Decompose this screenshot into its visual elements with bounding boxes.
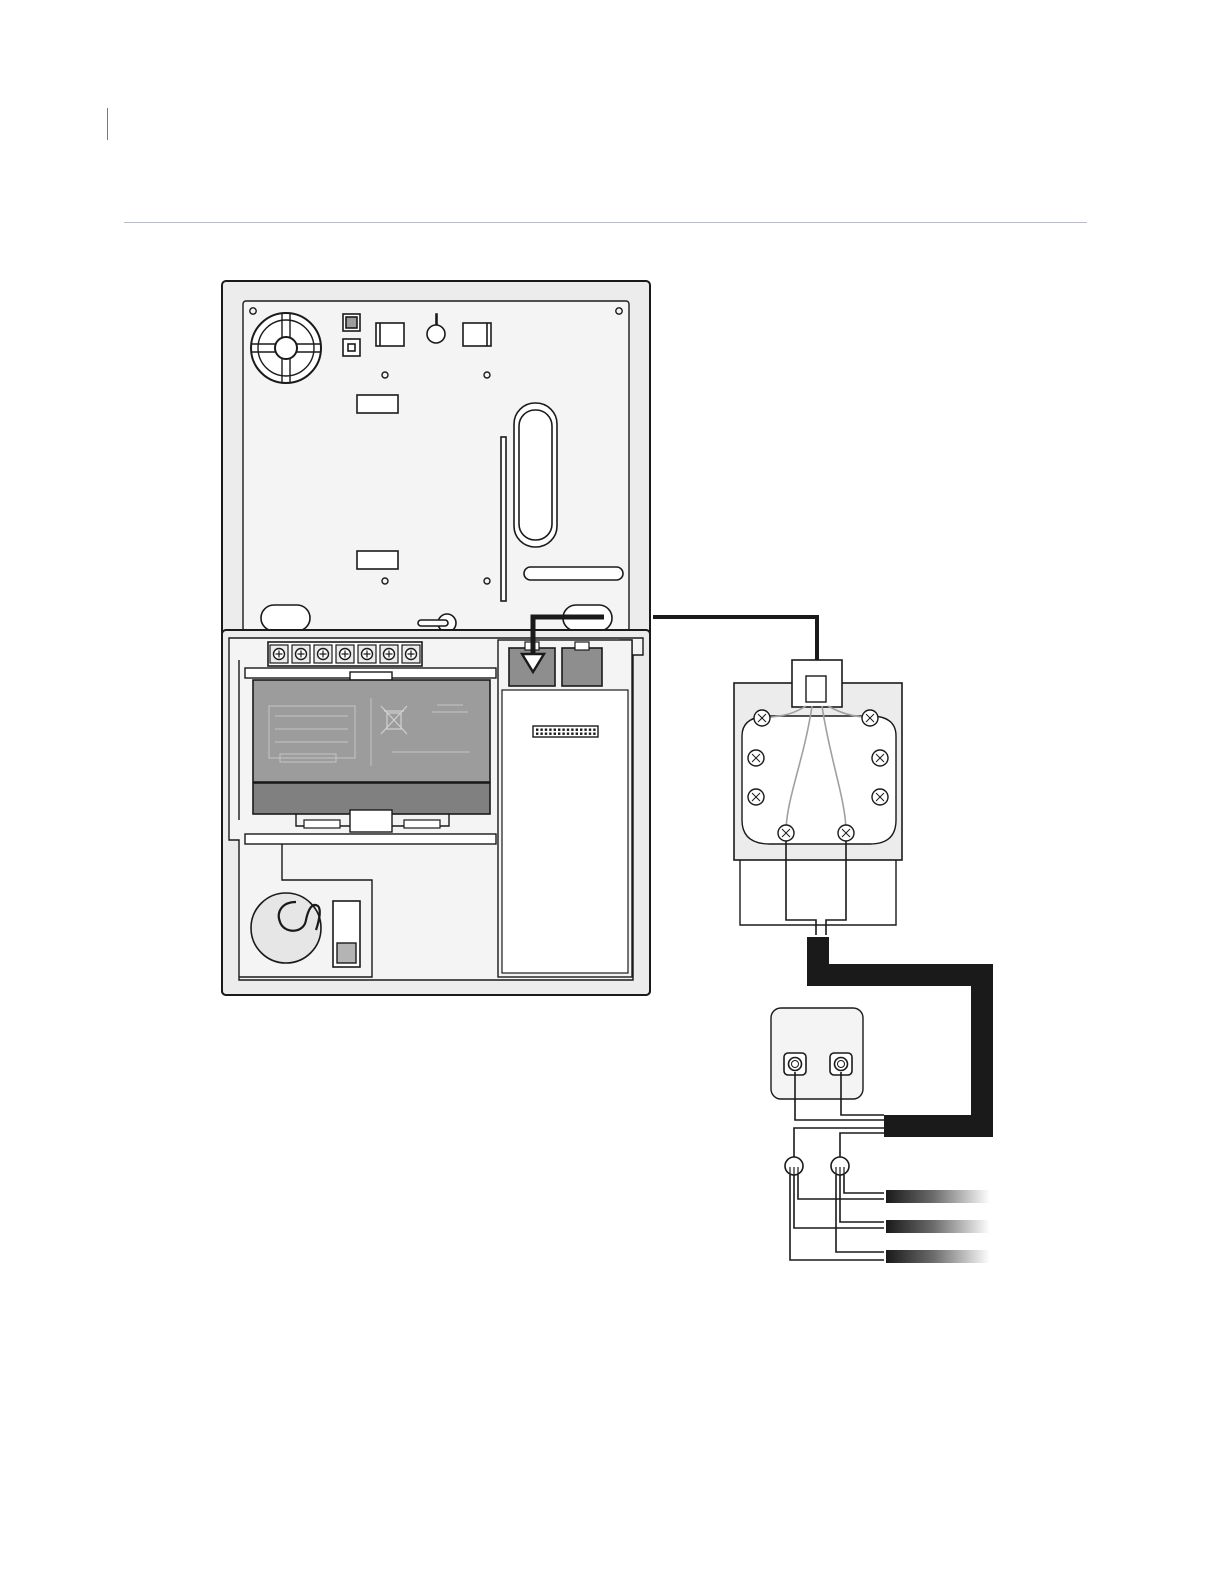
header-pin [558,733,560,735]
header-pin [562,733,564,735]
header-pin [576,729,578,731]
header-pin [584,733,586,735]
header-pin [580,733,582,735]
header-pin [549,729,551,731]
line-splitter [790,1128,884,1260]
splitter-node [831,1157,849,1175]
plate-port [784,1053,806,1075]
communicator-compartment [498,640,632,977]
terminal-block [268,642,422,666]
outgoing-phone-lines [886,1190,990,1263]
header-pin [536,729,538,731]
header-pin [567,733,569,735]
outgoing-line [886,1190,990,1203]
screw-terminal [748,750,764,766]
terminal-screw [358,645,376,663]
header-pin [584,729,586,731]
header-pin [545,729,547,731]
outgoing-line [886,1250,990,1263]
screw-terminal [872,750,888,766]
header-pin [554,729,556,731]
header-pin [589,733,591,735]
terminal-screw [402,645,420,663]
header-pin [593,733,595,735]
splitter-nodes [785,1157,849,1175]
header-pin [593,729,595,731]
header-pin [562,729,564,731]
header-pin [545,733,547,735]
header-pin [536,733,538,735]
header-pin [589,729,591,731]
header-pin [571,729,573,731]
header-pin [554,733,556,735]
phone-jack-pair [509,642,602,686]
header-pin [576,733,578,735]
screw-terminal [754,710,770,726]
header-pin [540,733,542,735]
header-pin [580,729,582,731]
speaker-knockout [251,313,321,383]
header-pin [540,729,542,731]
splitter-node [785,1157,803,1175]
terminal-screw [336,645,354,663]
header-pin [567,729,569,731]
screw-terminal [872,789,888,805]
outgoing-line [886,1220,990,1233]
screw-terminal [862,710,878,726]
header-pin [571,733,573,735]
terminal-screw [314,645,332,663]
terminal-screw [270,645,288,663]
plate-port [830,1053,852,1075]
header-pin [558,729,560,731]
screw-terminal [838,825,854,841]
screw-terminal [778,825,794,841]
header-pin [549,733,551,735]
screw-terminal [748,789,764,805]
pin-header [533,726,598,737]
terminal-screw [292,645,310,663]
terminal-screw [380,645,398,663]
